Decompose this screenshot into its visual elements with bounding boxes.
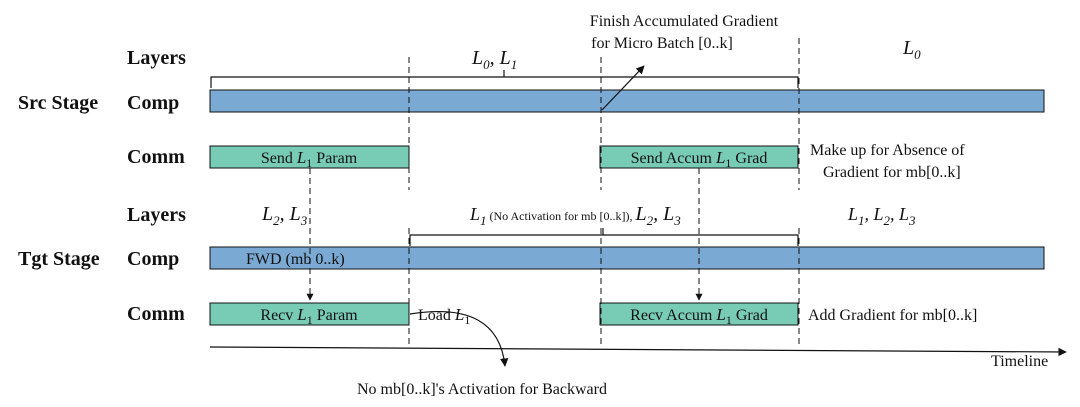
- tgt-comm-label: Comm: [127, 303, 185, 325]
- tgt-layers-c: L1, L2, L3: [847, 204, 916, 228]
- src-layer-bracket: [210, 76, 799, 88]
- add-gradient-annotation: Add Gradient for mb[0..k]: [808, 307, 977, 324]
- makeup-annotation-line1: Make up for Absence of: [810, 142, 965, 159]
- tgt-comp-label: Comp: [127, 248, 179, 270]
- tgt-stage-label: Tgt Stage: [18, 248, 100, 270]
- makeup-annotation-line2: Gradient for mb[0..k]: [823, 164, 961, 181]
- finish-annotation-line2: for Micro Batch [0..k]: [591, 35, 733, 52]
- src-comp-bar: [209, 89, 1045, 113]
- timeline-axis: [209, 346, 1067, 357]
- tgt-layers-b: L1 (No Activation for mb [0..k]), L2, L3: [469, 203, 681, 228]
- load-curve-arrow: [409, 310, 509, 367]
- no-activation-annotation: No mb[0..k]'s Activation for Backward: [357, 381, 607, 398]
- send-param-label: Send L1 Param: [261, 148, 358, 170]
- tgt-layers-a: L2, L3: [261, 203, 308, 228]
- recv-grad-box: [599, 302, 799, 326]
- fwd-label: FWD (mb 0..k): [246, 251, 345, 268]
- src-comm-label: Comm: [127, 146, 185, 168]
- timeline-label: Timeline: [991, 353, 1048, 370]
- send-grad-label: Send Accum L1 Grad: [631, 148, 768, 170]
- recv-grad-label: Recv Accum L1 Grad: [630, 305, 768, 327]
- src-layers-label: Layers: [127, 47, 186, 69]
- src-layers-a: L0, L1: [471, 47, 517, 72]
- tgt-layers-label: Layers: [127, 204, 186, 226]
- load-label: Load L1: [418, 305, 470, 327]
- tgt-comp-bar: [209, 246, 1045, 270]
- finish-annotation-line1: Finish Accumulated Gradient: [590, 13, 779, 30]
- finish-arrow: [601, 65, 645, 111]
- recv-param-label: Recv L1 Param: [260, 305, 358, 327]
- src-stage-label: Src Stage: [18, 92, 98, 114]
- src-comp-label: Comp: [127, 92, 179, 114]
- tgt-layer-bracket: [409, 234, 799, 246]
- src-layers-b: L0: [902, 37, 921, 62]
